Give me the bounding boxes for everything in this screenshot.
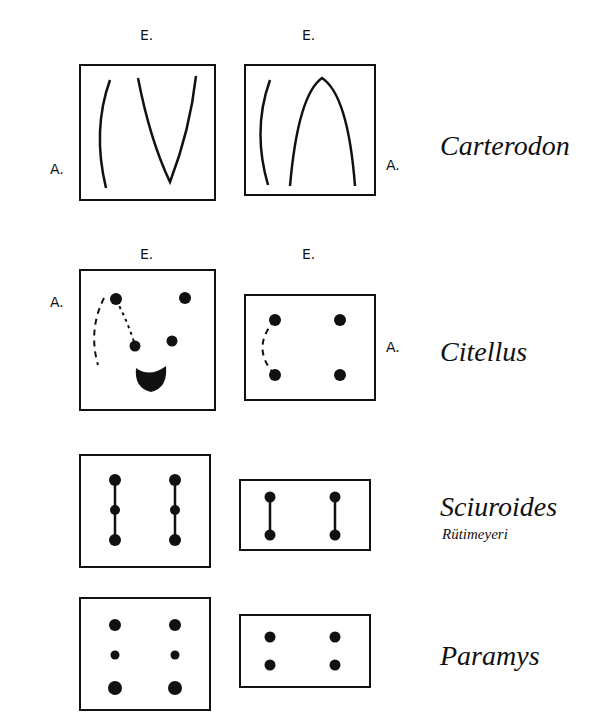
tooth-box bbox=[245, 295, 375, 400]
cusp-crest bbox=[115, 480, 175, 540]
genus-name: Citellus bbox=[440, 338, 527, 366]
genus-name: Carterodon bbox=[440, 132, 570, 160]
tooth-box bbox=[80, 270, 215, 410]
cusp-crest bbox=[138, 76, 196, 182]
genus-name: Sciuroides bbox=[440, 493, 557, 521]
tooth-box bbox=[240, 615, 370, 687]
orientation-mark: E. bbox=[140, 247, 153, 261]
tooth-box bbox=[245, 65, 375, 195]
cusp-crest bbox=[94, 298, 104, 365]
cusp-crest bbox=[260, 80, 270, 185]
tooth-box bbox=[80, 65, 215, 200]
orientation-mark: A. bbox=[50, 162, 64, 176]
tooth-box bbox=[80, 455, 210, 567]
cusp-dots bbox=[108, 292, 346, 695]
cusp-crest bbox=[116, 300, 135, 345]
orientation-mark: A. bbox=[386, 158, 400, 172]
tooth-box bbox=[240, 480, 370, 550]
orientation-mark: A. bbox=[50, 295, 64, 309]
genus-name: Paramys bbox=[440, 642, 540, 670]
species-name: Rütimeyeri bbox=[442, 527, 508, 542]
cusp-crest bbox=[263, 320, 276, 375]
orientation-mark: E. bbox=[302, 28, 315, 42]
orientation-mark: A. bbox=[386, 340, 400, 354]
tooth-box bbox=[80, 598, 210, 710]
cusp-crest bbox=[100, 80, 110, 188]
orientation-mark: E. bbox=[140, 28, 153, 42]
orientation-mark: E. bbox=[302, 247, 315, 261]
cusp-crest bbox=[270, 497, 335, 535]
cusp-crest bbox=[290, 78, 355, 186]
